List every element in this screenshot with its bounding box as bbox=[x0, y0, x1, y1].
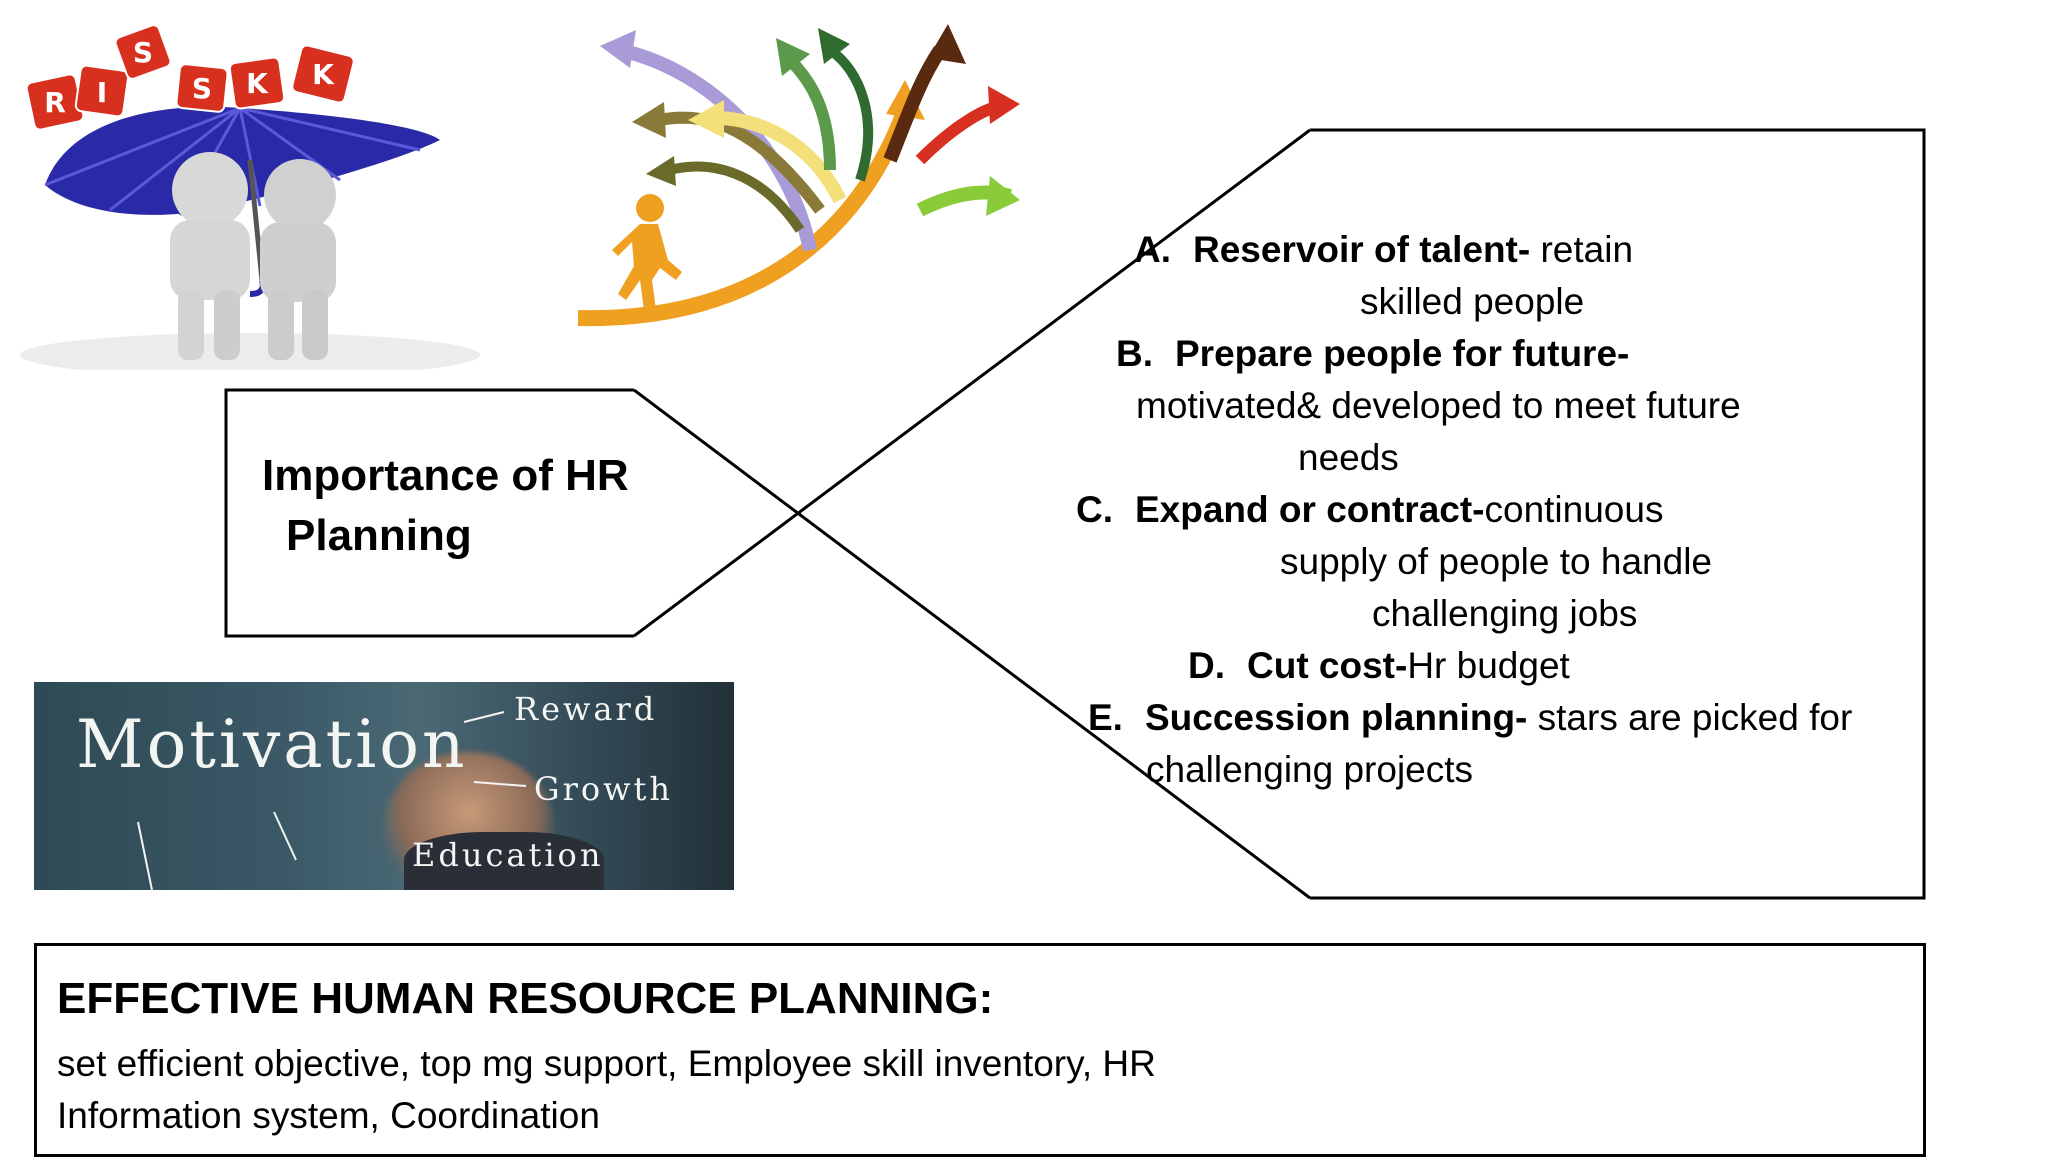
list-item-e-continuation: challenging projects bbox=[1146, 749, 1474, 790]
dice-letter: I bbox=[97, 76, 107, 109]
list-item-heading: Succession planning- bbox=[1144, 697, 1528, 738]
list-item-heading: Cut cost- bbox=[1247, 645, 1408, 686]
effective-hr-line1: set efficient objective, top mg support,… bbox=[57, 1043, 1156, 1084]
effective-hr-body: set efficient objective, top mg support,… bbox=[57, 1038, 1257, 1142]
hr-title-line1: Importance of HR bbox=[262, 451, 629, 500]
list-item-d: D. Cut cost-Hr budget bbox=[1188, 642, 1570, 690]
list-item-a: A. Reservoir of talent- retain bbox=[1134, 226, 1633, 274]
list-label: A. bbox=[1134, 229, 1171, 270]
dice-letter: K bbox=[312, 58, 335, 91]
effective-hr-heading: EFFECTIVE HUMAN RESOURCE PLANNING: bbox=[57, 974, 994, 1023]
effective-hr-line2: Information system, Coordination bbox=[57, 1095, 600, 1136]
list-item-heading: Reservoir of talent- bbox=[1193, 229, 1531, 270]
choices-arrows-image bbox=[560, 10, 1020, 330]
list-item-b: B. Prepare people for future- bbox=[1116, 330, 1629, 378]
hr-title-line2: Planning bbox=[286, 511, 472, 560]
list-item-c-continuation-1: supply of people to handle bbox=[1280, 541, 1713, 582]
list-item-b-continuation-1: motivated& developed to meet future bbox=[1136, 385, 1741, 426]
chalk-growth: Growth bbox=[534, 770, 673, 808]
list-item-c: C. Expand or contract-continuous bbox=[1076, 486, 1663, 534]
dice-letter: S bbox=[133, 36, 153, 69]
list-item-text: stars are picked for bbox=[1527, 697, 1853, 738]
dice-letter: R bbox=[44, 86, 66, 119]
hr-planning-title: Importance of HR Planning bbox=[262, 446, 682, 566]
list-label: B. bbox=[1116, 333, 1153, 374]
chalk-motivation: Motivation bbox=[76, 706, 468, 783]
risk-umbrella-image: R I S S K K bbox=[0, 10, 480, 370]
list-item-e: E. Succession planning- stars are picked … bbox=[1088, 694, 1852, 742]
list-item-text: continuous bbox=[1484, 489, 1664, 530]
effective-hr-planning-box: EFFECTIVE HUMAN RESOURCE PLANNING: set e… bbox=[34, 943, 1926, 1157]
list-item-c-continuation-2: challenging jobs bbox=[1372, 593, 1638, 634]
dice-letter: S bbox=[192, 72, 212, 105]
list-item-text: retain bbox=[1530, 229, 1634, 270]
list-label: D. bbox=[1188, 645, 1225, 686]
list-item-heading: Expand or contract- bbox=[1135, 489, 1485, 530]
list-label: C. bbox=[1076, 489, 1113, 530]
chalk-education: Education bbox=[412, 836, 604, 874]
chalk-reward: Reward bbox=[514, 690, 658, 728]
list-item-a-continuation: skilled people bbox=[1360, 281, 1585, 322]
list-item-heading: Prepare people for future- bbox=[1175, 333, 1630, 374]
list-label: E. bbox=[1088, 697, 1123, 738]
dice-letter: K bbox=[246, 67, 269, 100]
list-item-b-continuation-2: needs bbox=[1298, 437, 1399, 478]
chalk-arrows bbox=[137, 711, 527, 890]
motivation-board-image: Motivation Reward Growth Education bbox=[34, 682, 734, 890]
person-jacket bbox=[404, 832, 604, 890]
list-item-text: Hr budget bbox=[1407, 645, 1570, 686]
